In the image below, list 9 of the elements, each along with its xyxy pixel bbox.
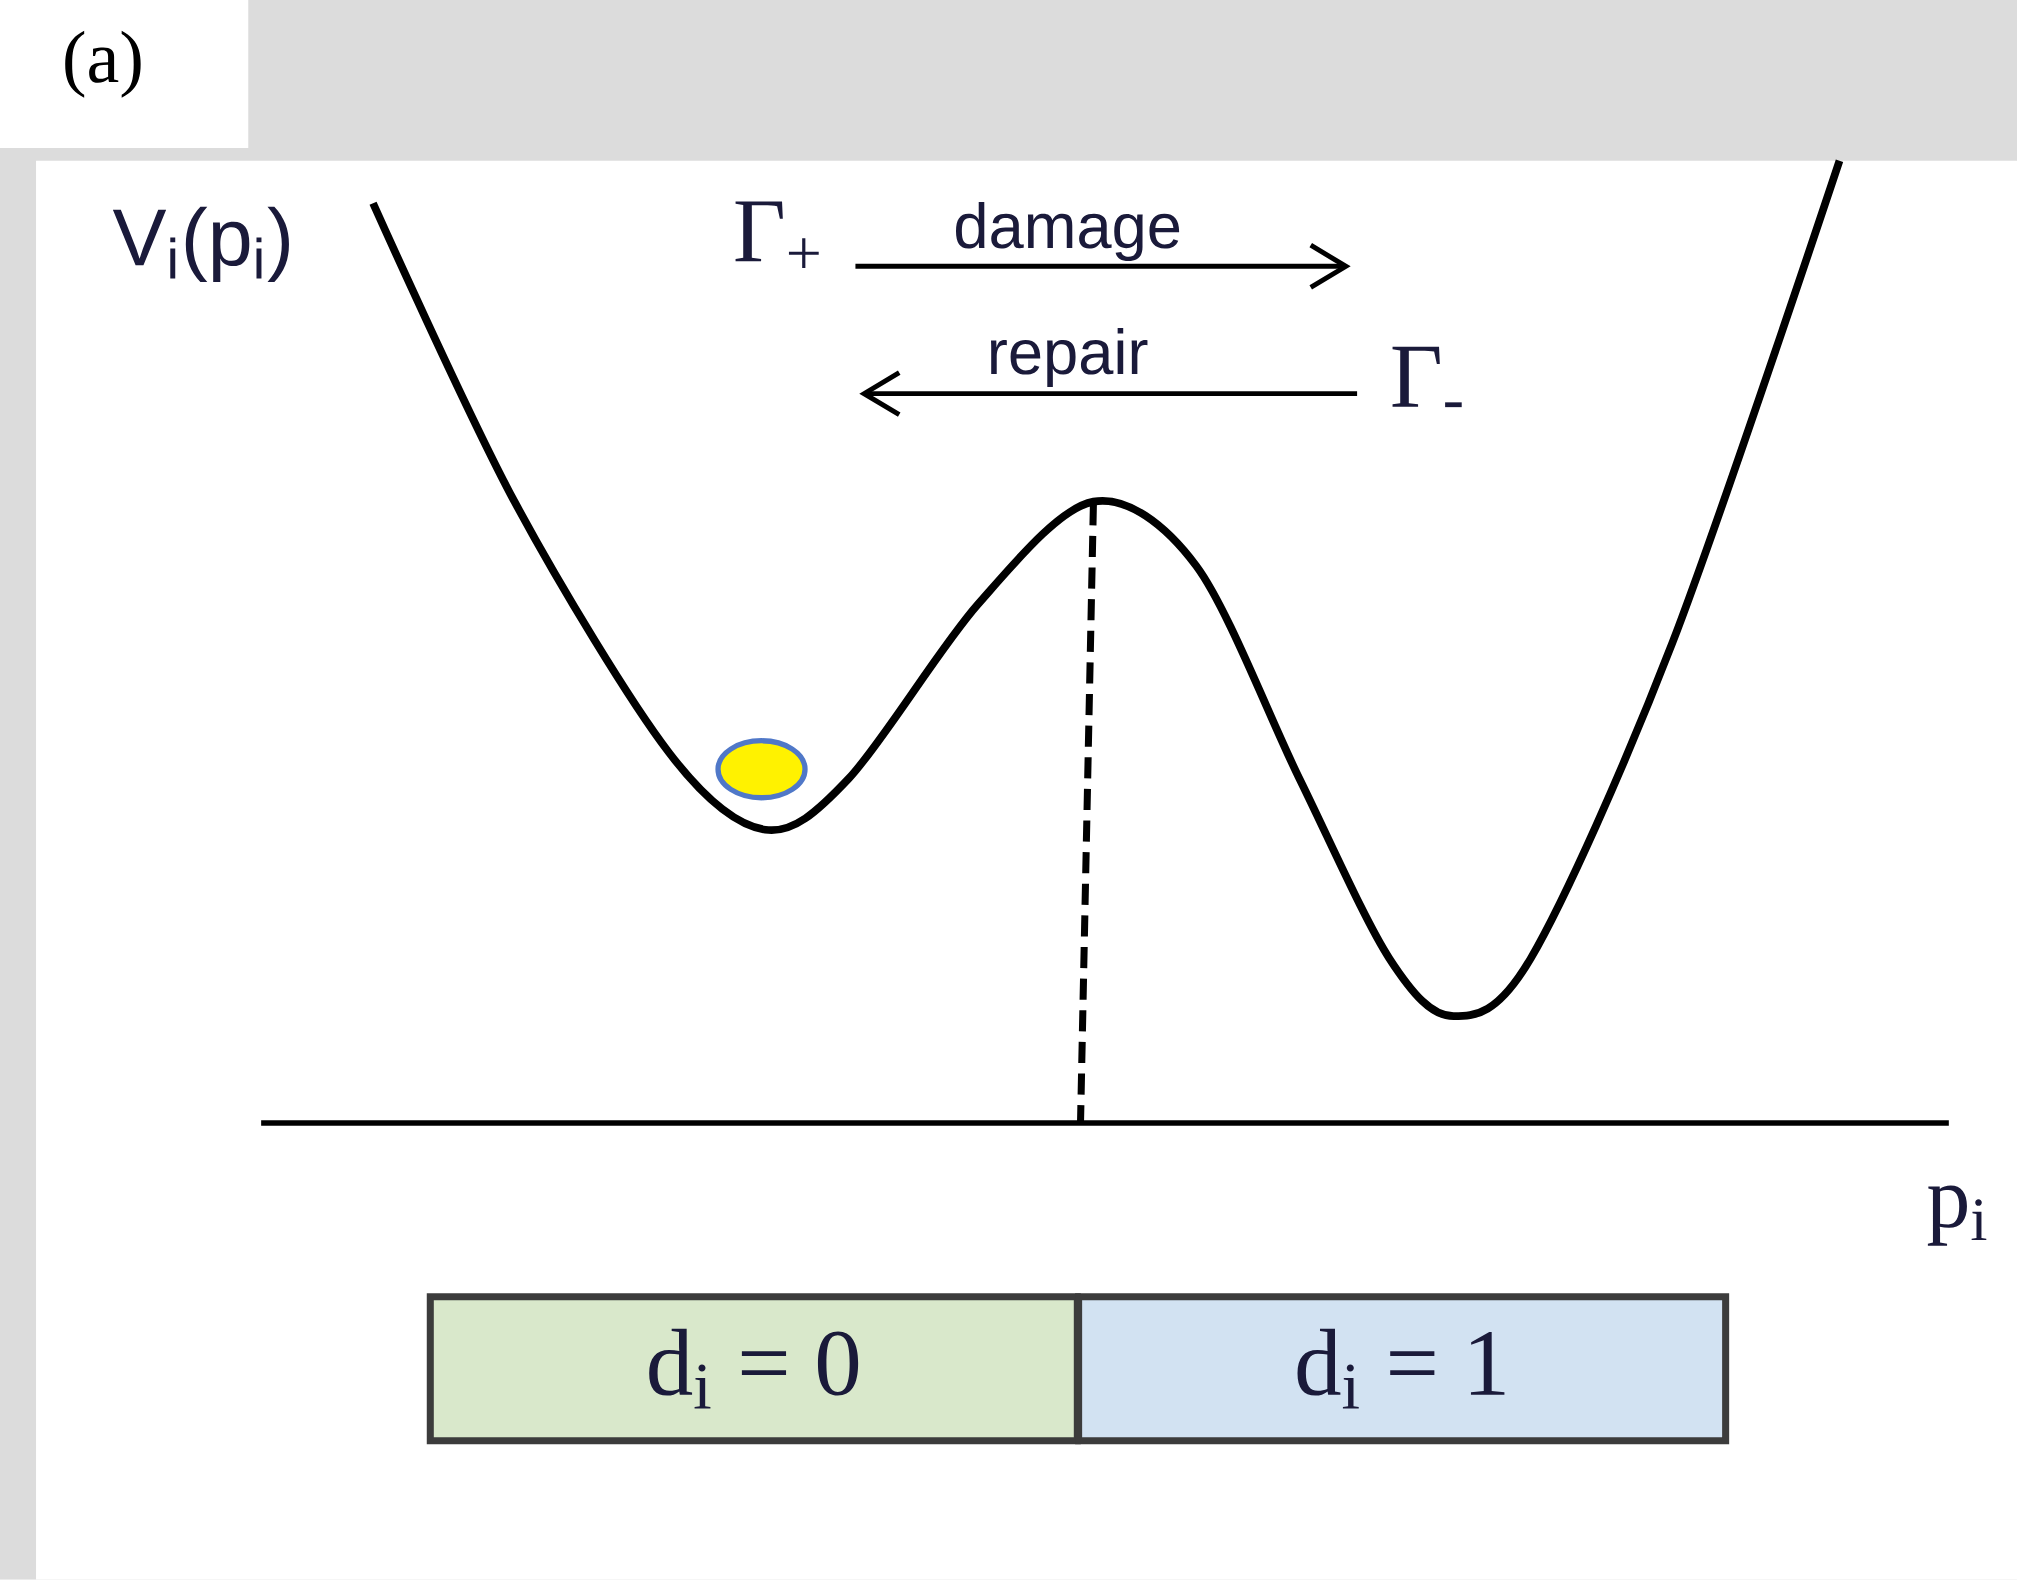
panel-label: (a) — [65, 31, 141, 98]
state-box: d$_{i}$ = 0 — [426, 1293, 1081, 1445]
axis-label: V$_{i}$(p$_{i}$) — [112, 206, 289, 283]
rate-symbol: Γ$_{-}$ — [1392, 347, 1462, 408]
axis-label: p$_{i}$ — [1927, 1185, 1987, 1246]
arrow-label: repair — [991, 328, 1148, 388]
rate-symbol: Γ$_{+}$ — [735, 201, 819, 269]
state-box: d$_{i}$ = 1 — [1075, 1293, 1730, 1445]
arrow-label: damage — [956, 202, 1180, 262]
